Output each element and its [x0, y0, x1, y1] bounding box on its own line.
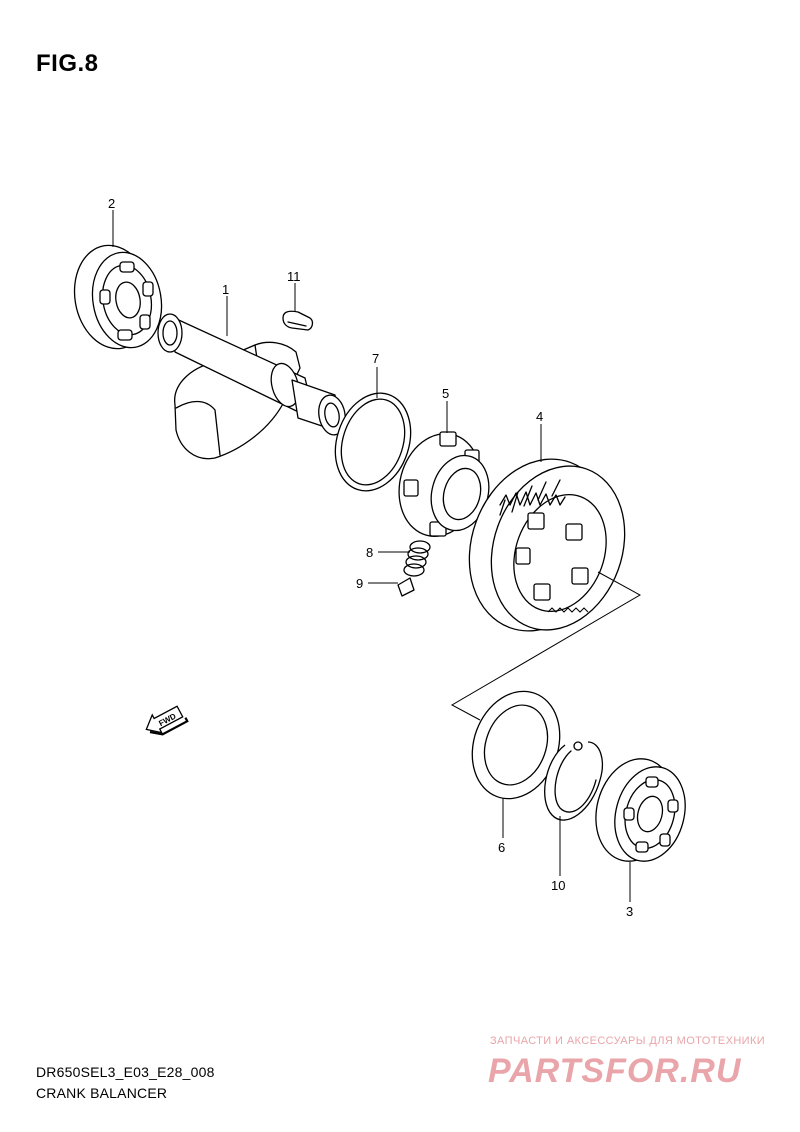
part-7-o-ring	[334, 392, 412, 492]
callout-11: 11	[287, 269, 301, 284]
part-9-pin	[397, 577, 415, 597]
part-10-circlip	[544, 741, 603, 821]
watermark-tagline: ЗАПЧАСТИ И АКСЕССУАРЫ ДЛЯ МОТОТЕХНИКИ	[490, 1035, 766, 1047]
leader-lines	[112, 210, 631, 902]
assembly-line	[450, 571, 642, 721]
callout-8: 8	[366, 545, 373, 560]
forward-direction-badge: FWD	[145, 705, 189, 736]
callout-2: 2	[108, 196, 115, 211]
part-3-bearing	[595, 758, 686, 862]
callout-3: 3	[626, 904, 633, 919]
part-1-balancer-shaft	[157, 313, 346, 460]
callout-9: 9	[356, 576, 363, 591]
callout-7: 7	[372, 351, 379, 366]
callout-10: 10	[551, 878, 565, 893]
part-6-washer	[471, 690, 561, 800]
part-4-gear	[468, 458, 626, 632]
part-5-damper-hub	[398, 431, 490, 537]
part-2-bearing	[73, 244, 163, 350]
callout-1: 1	[222, 282, 229, 297]
callout-6: 6	[498, 840, 505, 855]
figure-title: FIG.8	[36, 50, 99, 77]
callout-5: 5	[442, 386, 449, 401]
part-8-spring	[403, 540, 431, 577]
section-name: CRANK BALANCER	[36, 1085, 168, 1101]
callout-4: 4	[536, 409, 543, 424]
part-11-key	[282, 310, 314, 331]
watermark-logo: PARTSFOR.RU	[488, 1052, 742, 1090]
model-code: DR650SEL3_E03_E28_008	[36, 1064, 215, 1080]
